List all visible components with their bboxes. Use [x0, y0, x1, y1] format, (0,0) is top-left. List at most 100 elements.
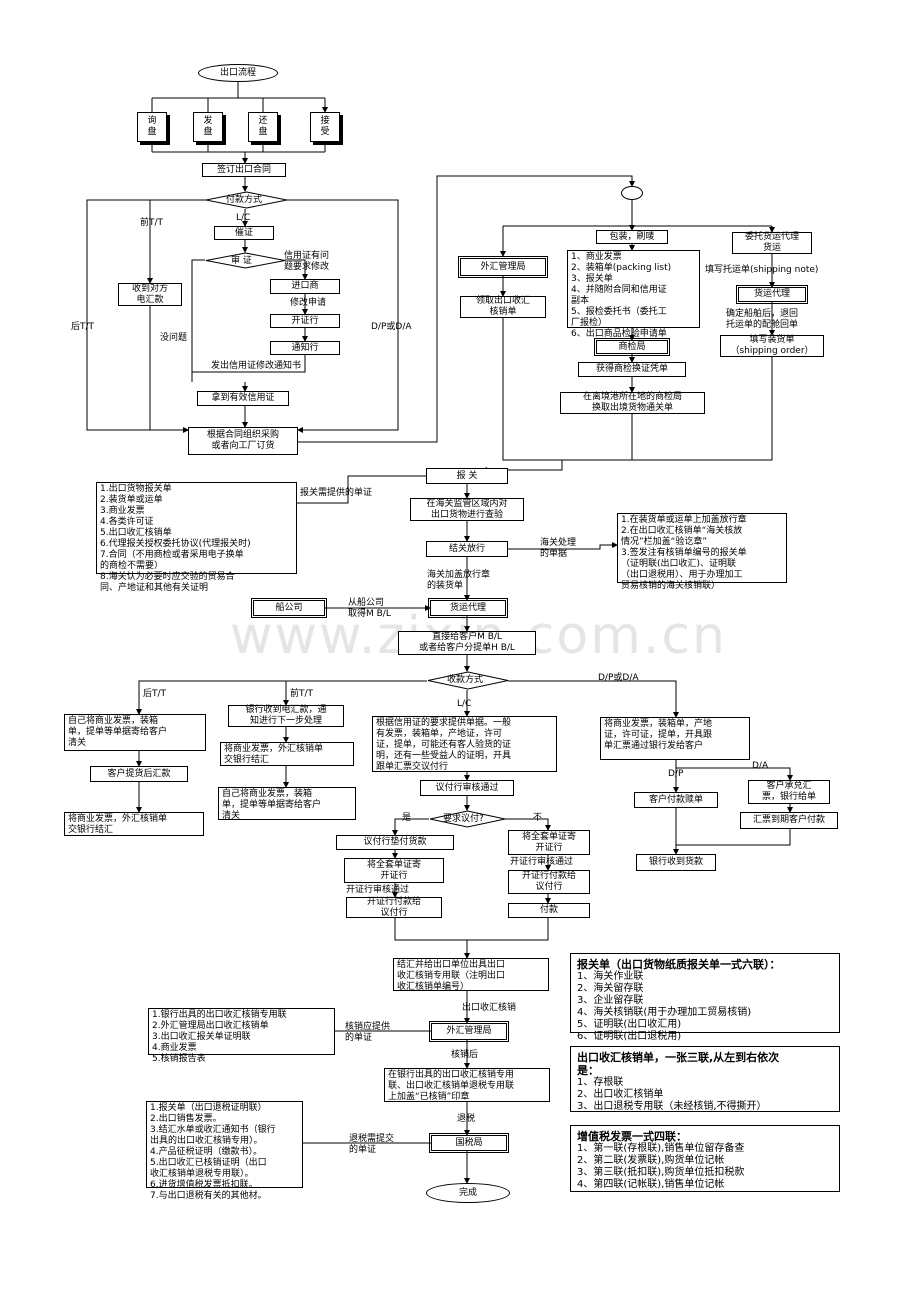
label-hou-tt: 后T/T — [71, 322, 95, 332]
tax-refund-docs-box: 1.报关单（出口退税证明联） 2.出口销售发票。 3.结汇水单或收汇通知书（银行… — [146, 1101, 303, 1201]
label-lc: L/C — [236, 213, 251, 223]
vat-invoice-title: 增值税发票一式四联： — [577, 1130, 687, 1143]
label-no-problem: 没问题 — [160, 333, 188, 343]
tt-after-remit-box: 客户提货后汇款 — [90, 766, 188, 782]
tt-after-settle-box: 将商业发票，外汇核销单 交银行结汇 — [64, 812, 204, 836]
customs-form-title: 报关单（出口货物纸质报关单一式六联）： — [577, 958, 781, 971]
tt-before-settle-box: 将商业发票，外汇核销单 交银行结汇 — [220, 742, 354, 766]
label-customs-need: 报关需提供的单证 — [300, 488, 373, 498]
label-dp: D/P — [668, 769, 684, 779]
lc-documents-box: 根据信用证的要求提供单据。一般 有发票，装箱单，产地证，许可 证，提单，可能还有… — [372, 716, 557, 772]
label-refund: 退税 — [457, 1114, 476, 1124]
label-lc-problem: 信用证有问 题要求修改 — [284, 251, 330, 272]
reimburse-right-box: 开证行付款给 议付行 — [508, 870, 590, 894]
forex-bureau-box-2: 外汇管理局 — [429, 1021, 509, 1042]
payment-method-diamond — [205, 191, 288, 209]
receive-tt-box: 收到对方 电汇款 — [118, 283, 182, 306]
valid-lc-box: 拿到有效信用证 — [197, 391, 289, 406]
negotiation-pay-box: 议付行垫付货款 — [336, 835, 454, 850]
label-issuing-approve-left: 开证行审核通过 — [346, 885, 410, 895]
dp-payment-box: 客户付款赎单 — [634, 792, 718, 808]
documents-list-box: 1、商业发票 2、装箱单(packing list) 3、报关单 4、并随附合同… — [567, 250, 700, 339]
need-negotiation-diamond — [429, 810, 506, 828]
dpda-documents-box: 将商业发票，装箱单，产地 证，许可证，提单，开具跟 单汇票通过银行发给客户 — [600, 717, 750, 760]
shipping-company-box: 船公司 — [251, 598, 327, 618]
forex-note-box: 领取出口收汇 核销单 — [460, 296, 546, 318]
release-box: 结关放行 — [426, 541, 508, 557]
label-lc-2: L/C — [457, 699, 472, 709]
review-lc-label: 审 证 — [231, 256, 252, 266]
label-fill-note: 填写托运单(shipping note) — [705, 265, 819, 275]
stamp-verified-box: 在银行出具的出口收汇核销专用 联、出口收汇核销单退税专用联 上加盖“已核销”印章 — [384, 1068, 550, 1102]
offer-box: 发 盘 — [193, 112, 223, 142]
bank-received-box: 银行收到货款 — [636, 854, 716, 871]
review-lc-diamond — [205, 252, 286, 269]
forwarder-box-2: 货运代理 — [428, 598, 508, 618]
label-get-mbl: 从船公司 取得M B/L — [348, 598, 391, 619]
label-yes: 是 — [402, 813, 412, 823]
label-customs-release-docs: 海关处理 的单据 — [540, 538, 577, 559]
counter-offer-box: 还 盘 — [248, 112, 278, 142]
inspection-bureau-box: 商检局 — [594, 338, 670, 356]
advising-bank-box: 通知行 — [270, 341, 340, 355]
bill-of-lading-box: 直接给客户M B/L 或者给客户分提单H B/L — [398, 631, 536, 655]
verification-docs-box: 1.银行出具的出口收汇核销专用联 2.外汇管理局出口收汇核销单 3.出口收汇报关… — [148, 1008, 335, 1064]
label-issuing-approve-right: 开证行审核通过 — [510, 857, 574, 867]
done-node: 完成 — [426, 1183, 510, 1203]
inspect-goods-box: 在海关监管区域内对 出口货物进行查验 — [410, 498, 524, 521]
collection-method-diamond — [427, 671, 509, 690]
vat-invoice-panel: 增值税发票一式四联： 1、第一联(存根联),销售单位留存备查 2、第二联(发票联… — [570, 1125, 840, 1192]
customs-box: 报 关 — [426, 468, 508, 484]
label-hou-tt-2: 后T/T — [143, 689, 167, 699]
payment-box: 付款 — [508, 903, 590, 918]
verification-sheet-items: 1、存根联 2、出口收汇核销单 3、出口退税专用联（未经核销,不得撕开） — [577, 1077, 767, 1112]
collection-method-label: 收款方式 — [447, 675, 484, 685]
connector-circle — [621, 186, 643, 200]
packing-box: 包装，刷唛 — [596, 230, 668, 244]
settlement-box: 结汇并给出口单位出具出口 收汇核销专用联（注明出口 收汇核销单编号） — [393, 958, 549, 992]
reimburse-left-box: 开证行付款给 议付行 — [346, 897, 442, 918]
tax-bureau-box: 国税局 — [429, 1133, 509, 1153]
inquiry-box: 询 盘 — [137, 112, 167, 142]
urge-lc-box: 催证 — [214, 226, 274, 240]
label-verify-need: 核销应提供 的单证 — [345, 1022, 391, 1043]
label-confirm-ship: 确定船舶后，退回 托运单的配舱回单 — [726, 309, 799, 330]
inspection-cert-box: 获得商检换证凭单 — [578, 362, 686, 377]
tt-after-send-docs-box: 自己将商业发票，装箱 单，提单等单据寄给客户 清关 — [64, 714, 206, 751]
customs-docs-box: 1.出口货物报关单 2.装货单或运单 3.商业发票 4.各类许可证 5.出口收汇… — [96, 482, 297, 593]
label-no: 不 — [533, 813, 543, 823]
da-due-box: 汇票到期客户付款 — [740, 812, 838, 829]
consign-forwarder-box: 委托货运代理 货运 — [732, 232, 812, 254]
issuing-bank-box: 开证行 — [270, 314, 340, 328]
shipping-order-box: 填写装货单 （shipping order） — [720, 335, 824, 357]
label-amend-notice: 发出信用证修改通知书 — [211, 361, 302, 371]
forwarder-box-1: 货运代理 — [736, 285, 808, 304]
label-amend-request: 修改申请 — [290, 298, 327, 308]
customs-form-items: 1、海关作业联 2、海关留存联 3、企业留存联 4、海关核销联(用于办理加工贸易… — [577, 971, 752, 1042]
label-verify-sheet: 出口收汇核销 — [462, 1003, 517, 1013]
customs-form-panel: 报关单（出口货物纸质报关单一式六联）： 1、海关作业联 2、海关留存联 3、企业… — [570, 953, 840, 1042]
release-docs-box: 1.在装货单或运单上加盖放行章 2.在出口收汇核销单“海关核放 情况”栏加盖“验… — [617, 513, 787, 591]
verification-sheet-panel: 出口收汇核销单，一张三联,从左到右依次 是： 1、存根联 2、出口收汇核销单 3… — [570, 1046, 840, 1112]
label-dp-da-2: D/P或D/A — [598, 673, 639, 683]
forex-bureau-box-1: 外汇管理局 — [458, 256, 548, 278]
label-after-verify: 核销后 — [451, 1050, 479, 1060]
send-issuing-right-box: 将全套单证寄 开证行 — [508, 830, 590, 855]
payment-method-label: 付款方式 — [226, 195, 263, 205]
da-accept-box: 客户承兑汇 票，银行给单 — [748, 780, 830, 804]
label-refund-need: 退税需提交 的单证 — [349, 1134, 395, 1155]
sign-contract-box: 签订出口合同 — [202, 163, 286, 177]
label-stamped-docs: 海关加盖放行章 的装货单 — [427, 570, 491, 591]
label-da: D/A — [752, 761, 769, 771]
exchange-clearance-box: 在离境港所在地的商检局 换取出境货物通关单 — [560, 392, 705, 414]
need-negotiation-label: 要求议付? — [443, 814, 484, 824]
negotiating-bank-box: 议付行审核通过 — [420, 780, 514, 796]
tt-before-send-docs-box: 自己将商业发票，装箱 单，提单等单据寄给客户 清关 — [218, 787, 356, 821]
start-node: 出口流程 — [198, 64, 278, 82]
send-issuing-left-box: 将全套单证寄 开证行 — [344, 858, 444, 883]
acceptance-box: 接 受 — [310, 112, 340, 142]
label-dp-da-1: D/P或D/A — [371, 322, 412, 332]
importer-box: 进口商 — [270, 279, 340, 294]
